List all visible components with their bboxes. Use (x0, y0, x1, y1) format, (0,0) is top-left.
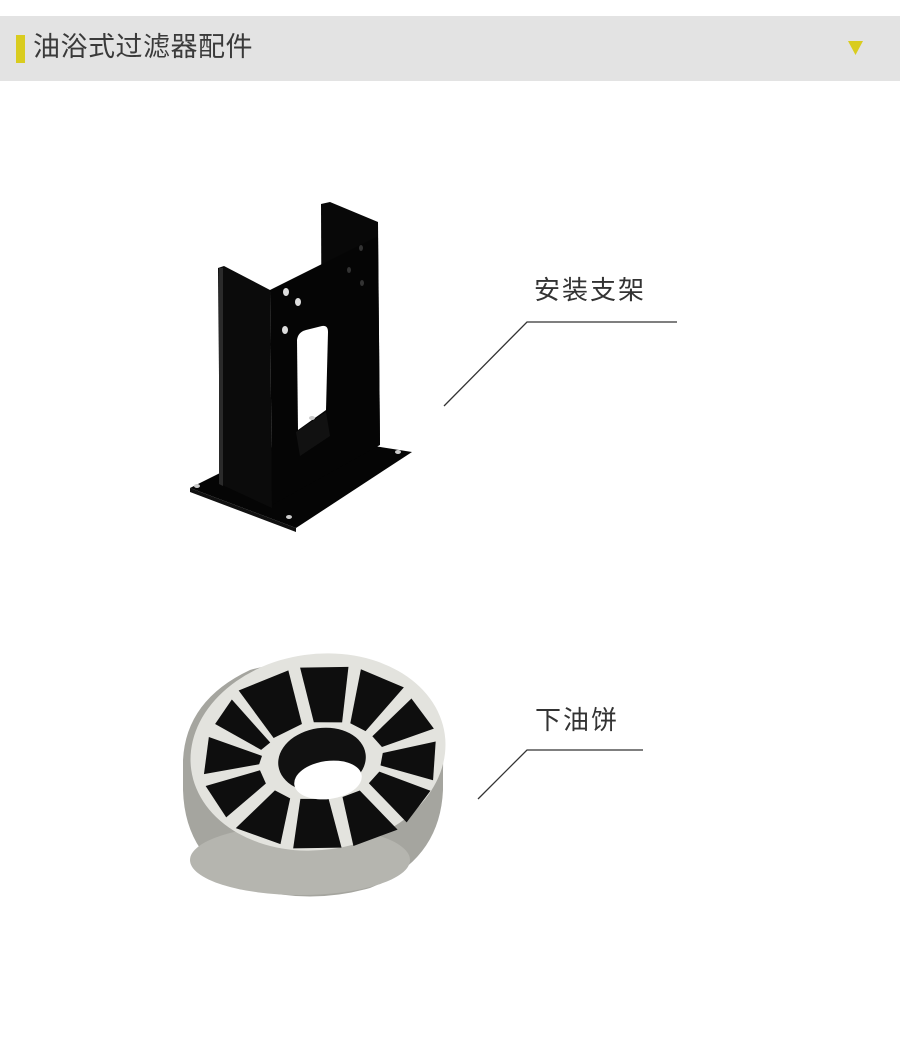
leader-line-disc (477, 749, 643, 800)
triangle-down-icon (848, 41, 863, 55)
leader-line-bracket (443, 321, 677, 407)
label-mounting-bracket: 安装支架 (534, 276, 647, 306)
section-header[interactable] (0, 16, 900, 81)
section-title: 油浴式过滤器配件 (33, 32, 253, 63)
collapse-toggle-button[interactable] (840, 36, 870, 62)
label-lower-oil-disc: 下油饼 (535, 706, 620, 736)
header-accent-bar (16, 35, 25, 63)
